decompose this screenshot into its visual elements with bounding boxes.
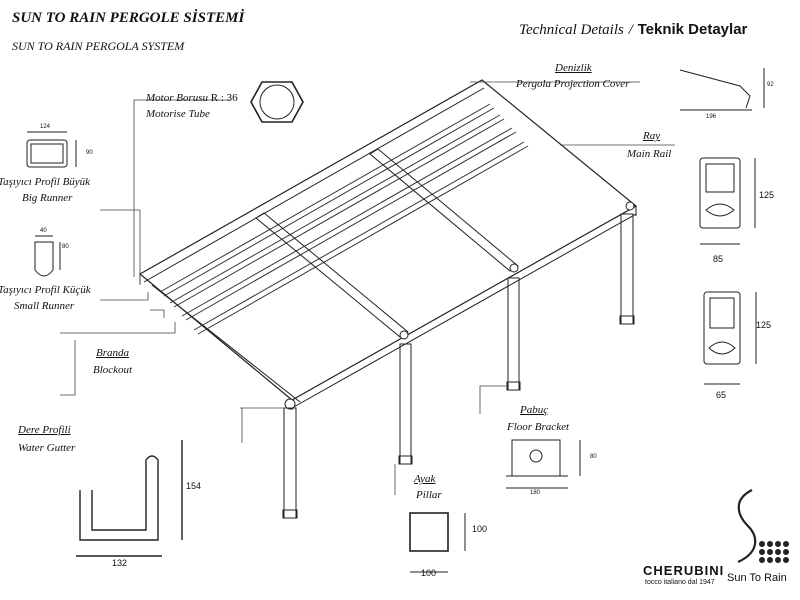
small-runner-width: 40 [40, 228, 47, 234]
page-title: SUN TO RAIN PERGOLE SİSTEMİ [12, 10, 245, 26]
small-runner-section [34, 235, 61, 277]
tech-details-heading: Technical Details / Teknik Detaylar [519, 20, 747, 39]
big-runner-section [26, 131, 77, 168]
suntorain-logo-mark [737, 489, 757, 564]
blockout-label-en: Blockout [93, 364, 133, 376]
motor-tube-radius: R : 36 [210, 92, 238, 104]
pillar-label-tr: Ayak [414, 473, 436, 485]
cherubini-logo: CHERUBINI [643, 563, 725, 578]
small-runner-height: 80 [62, 244, 69, 250]
cover-label-tr: Denizlik [555, 62, 592, 74]
motor-tube-label: Motor Borusu R : 36 [146, 92, 238, 104]
pergola-runners [255, 148, 635, 410]
small-runner-label-tr: Taşıyıcı Profil Küçük [0, 284, 91, 296]
rail-section-2 [703, 291, 757, 385]
motor-tube-label-en: Motorise Tube [146, 108, 210, 120]
rail2-width: 65 [716, 390, 727, 400]
pillar-width: 100 [421, 568, 437, 578]
tech-details-en: Technical Details [519, 22, 624, 38]
big-runner-label-tr: Taşıyıcı Profil Büyük [0, 176, 91, 188]
pillar-label-en: Pillar [416, 489, 442, 501]
big-runner-width: 124 [40, 124, 51, 130]
big-runner-height: 90 [86, 150, 93, 156]
motor-tube-label-tr: Motor Borusu [146, 92, 209, 104]
gutter-height: 154 [186, 481, 202, 491]
bracket-height: 80 [590, 454, 597, 460]
cherubini-tagline: tocco italiano dal 1947 [645, 579, 715, 586]
pillar-height: 100 [472, 524, 488, 534]
bracket-label-en: Floor Bracket [507, 421, 570, 433]
rail-section-1 [699, 157, 756, 245]
suntorain-logo-dots [759, 541, 789, 563]
gutter-section [76, 440, 183, 557]
gutter-label-en: Water Gutter [18, 442, 76, 454]
cover-width: 196 [706, 114, 717, 120]
blockout-label-tr: Branda [96, 347, 129, 359]
rail2-height: 125 [756, 320, 772, 330]
pergola-slats [159, 103, 529, 335]
tech-details-tr: Teknik Detaylar [637, 21, 748, 38]
rail-width: 85 [713, 254, 724, 264]
rail-height: 125 [759, 190, 775, 200]
bracket-width: 180 [530, 490, 541, 496]
page-subtitle: SUN TO RAIN PERGOLA SYSTEM [12, 39, 185, 53]
gutter-label-tr: Dere Profili [18, 424, 71, 436]
pillar-section [409, 512, 466, 573]
rail-label-tr: Ray [643, 130, 661, 142]
pergola-roof-frame [138, 79, 638, 410]
cover-height: 92 [767, 82, 774, 88]
motor-tube-section [250, 81, 304, 123]
floor-bracket-section [506, 439, 581, 489]
cover-label-en: Pergola Projection Cover [516, 78, 630, 90]
big-runner-label-en: Big Runner [22, 192, 73, 204]
tech-details-sep: / [628, 22, 633, 38]
cover-section [679, 68, 765, 111]
suntorain-logo-text: Sun To Rain [727, 572, 787, 584]
bracket-label-tr: Pabuç [520, 404, 549, 416]
gutter-width: 132 [112, 558, 128, 568]
small-runner-label-en: Small Runner [14, 300, 75, 312]
leader-lines [60, 81, 675, 495]
pergola-pillars [282, 213, 635, 519]
rail-label-en: Main Rail [627, 148, 672, 160]
